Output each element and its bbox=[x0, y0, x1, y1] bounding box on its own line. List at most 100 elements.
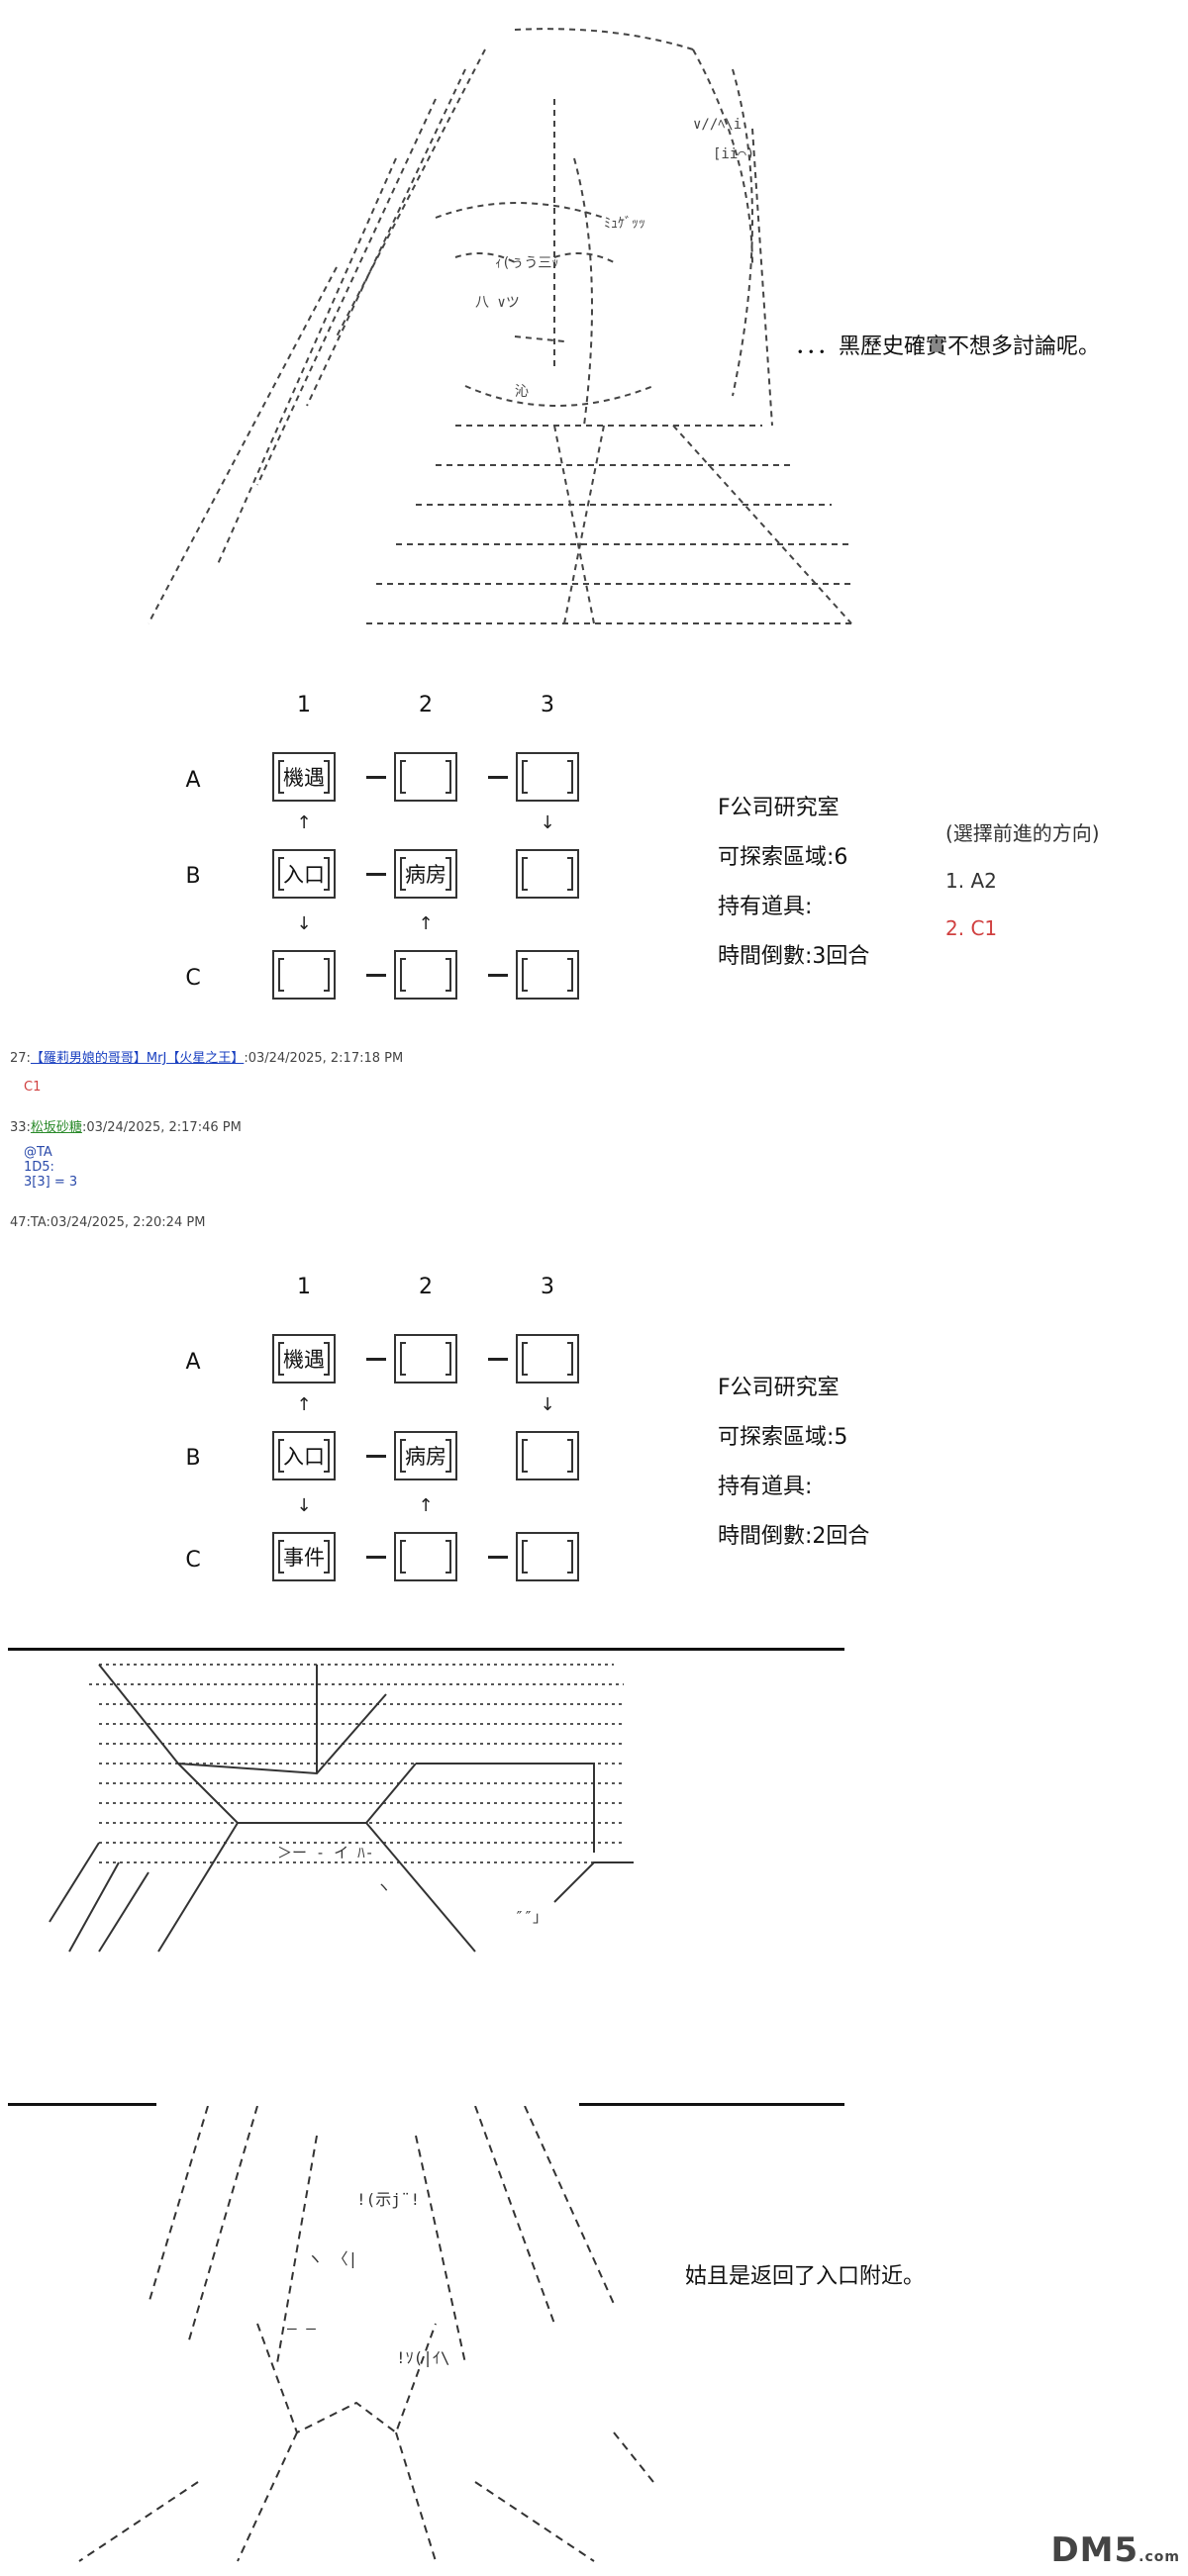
panel-border-top bbox=[8, 1648, 844, 1651]
svg-text:＞ー ‐ イ ﾊ‐: ＞ー ‐ イ ﾊ‐ bbox=[277, 1844, 374, 1861]
cell-c2[interactable] bbox=[394, 1532, 457, 1581]
cell-c3[interactable] bbox=[516, 1532, 579, 1581]
choices-heading: (選擇前進的方向) bbox=[945, 821, 1100, 845]
svg-text:八 ∨ツ: 八 ∨ツ bbox=[475, 295, 520, 311]
cell-a2[interactable] bbox=[394, 752, 457, 802]
connector bbox=[366, 873, 386, 876]
arrow-up-icon: ↑ bbox=[296, 1394, 312, 1415]
col-label-2: 2 bbox=[419, 1275, 433, 1299]
connector bbox=[488, 1358, 508, 1361]
svg-text:沁: 沁 bbox=[515, 384, 529, 400]
dice-result: 3[3] = 3 bbox=[24, 1175, 78, 1190]
arrow-down-icon: ↓ bbox=[296, 1495, 312, 1516]
cell-a2[interactable] bbox=[394, 1334, 457, 1383]
row-label-b: B bbox=[185, 1446, 201, 1471]
cell-b1[interactable]: 入口 bbox=[272, 849, 336, 899]
cell-b3[interactable] bbox=[516, 1431, 579, 1480]
arrow-up-icon: ↑ bbox=[296, 812, 312, 833]
post-body: @TA 1D5: 3[3] = 3 bbox=[10, 1145, 242, 1190]
choice-2[interactable]: 2. C1 bbox=[945, 916, 998, 940]
connector bbox=[488, 776, 508, 779]
explore-count: 可探索區域:6 bbox=[718, 845, 848, 870]
panel3-caption: 姑且是返回了入口附近。 bbox=[685, 2264, 926, 2289]
cell-c1[interactable]: 事件 bbox=[272, 1532, 336, 1581]
col-label-1: 1 bbox=[297, 693, 311, 717]
cell-c2[interactable] bbox=[394, 950, 457, 1000]
post-date: :03/24/2025, 2:17:18 PM bbox=[244, 1051, 404, 1066]
arrow-up-icon: ↑ bbox=[418, 913, 434, 934]
svg-text:― ―: ― ― bbox=[287, 2319, 316, 2337]
svg-text:″″｣: ″″｣ bbox=[515, 1908, 541, 1926]
status-panel-2: F公司研究室 可探索區域:5 持有道具: 時間倒數:2回合 bbox=[718, 1364, 869, 1562]
connector bbox=[366, 1556, 386, 1559]
connector bbox=[488, 974, 508, 977]
cell-c1[interactable] bbox=[272, 950, 336, 1000]
choice-1[interactable]: 1. A2 bbox=[945, 869, 997, 893]
cell-b2[interactable]: 病房 bbox=[394, 849, 457, 899]
dice-roll: 1D5: bbox=[24, 1160, 54, 1175]
ascii-art-corridor: ＞ー ‐ イ ﾊ‐ ヽ ″″｣ bbox=[40, 1655, 634, 2090]
site-watermark: DM5.com bbox=[1050, 2530, 1180, 2570]
row-label-b: B bbox=[185, 864, 201, 889]
post-number: 33: bbox=[10, 1120, 31, 1135]
lab-name: F公司研究室 bbox=[718, 796, 840, 820]
ascii-art-girl: ｨ(ぅう三ｯ ﾐｭｹﾞｯｯ 八 ∨ツ 沁 [ii⌒) ∨//ﾍ\i bbox=[139, 10, 871, 643]
direction-choices: (選擇前進的方向) 1. A2 2. C1 bbox=[945, 810, 1100, 952]
post-date: :03/24/2025, 2:17:46 PM bbox=[81, 1120, 242, 1135]
cell-a3[interactable] bbox=[516, 1334, 579, 1383]
cell-a3[interactable] bbox=[516, 752, 579, 802]
svg-text:∨//ﾍ\i: ∨//ﾍ\i bbox=[693, 117, 742, 133]
row-label-c: C bbox=[185, 966, 201, 991]
connector bbox=[366, 974, 386, 977]
map-grid-1: 1 2 3 A B C 機遇 ↑ ↓ 入口 病房 ↓ ↑ bbox=[178, 693, 634, 1000]
arrow-down-icon: ↓ bbox=[540, 1394, 555, 1415]
post-27: 27:【羅莉男娘的哥哥】MrJ【火星之王】:03/24/2025, 2:17:1… bbox=[10, 1047, 403, 1095]
map-grid-2: 1 2 3 A B C 機遇 ↑ ↓ 入口 病房 ↓ ↑ 事件 bbox=[178, 1275, 634, 1581]
row-label-a: A bbox=[185, 768, 201, 793]
row-label-c: C bbox=[185, 1548, 201, 1573]
post-number: 27: bbox=[10, 1051, 31, 1066]
svg-text:!ｿ(|ｲ\: !ｿ(|ｲ\ bbox=[396, 2348, 450, 2367]
time-left: 時間倒數:2回合 bbox=[718, 1524, 870, 1549]
svg-text:ヽ 〈|: ヽ 〈| bbox=[307, 2249, 357, 2268]
col-label-3: 3 bbox=[541, 693, 554, 717]
watermark-suffix: .com bbox=[1138, 2549, 1180, 2565]
row-label-a: A bbox=[185, 1350, 201, 1375]
lab-name: F公司研究室 bbox=[718, 1376, 840, 1400]
cell-c3[interactable] bbox=[516, 950, 579, 1000]
connector bbox=[366, 1358, 386, 1361]
panel-border-bottom-right bbox=[579, 2103, 844, 2106]
connector bbox=[366, 776, 386, 779]
cell-b3[interactable] bbox=[516, 849, 579, 899]
connector bbox=[488, 1556, 508, 1559]
items-held: 持有道具: bbox=[718, 1475, 813, 1499]
post-number: 47: bbox=[10, 1215, 31, 1230]
cell-b1[interactable]: 入口 bbox=[272, 1431, 336, 1480]
watermark-main: DM5 bbox=[1050, 2530, 1139, 2570]
poster-name: TA bbox=[30, 1215, 47, 1230]
post-47: 47:TA:03/24/2025, 2:20:24 PM bbox=[10, 1215, 205, 1230]
cell-b2[interactable]: 病房 bbox=[394, 1431, 457, 1480]
svg-text:ヽ: ヽ bbox=[376, 1878, 391, 1896]
poster-name-link[interactable]: 【羅莉男娘的哥哥】MrJ【火星之王】 bbox=[30, 1051, 245, 1066]
connector bbox=[366, 1455, 386, 1458]
col-label-2: 2 bbox=[419, 693, 433, 717]
col-label-3: 3 bbox=[541, 1275, 554, 1299]
arrow-up-icon: ↑ bbox=[418, 1495, 434, 1516]
svg-text:ﾐｭｹﾞｯｯ: ﾐｭｹﾞｯｯ bbox=[604, 216, 645, 232]
panel-border-bottom bbox=[8, 2103, 156, 2106]
items-held: 持有道具: bbox=[718, 895, 813, 919]
cell-a1[interactable]: 機遇 bbox=[272, 1334, 336, 1383]
panel1-caption: ．．．黑歷史確實不想多討論呢。 bbox=[795, 334, 1101, 359]
status-panel-1: F公司研究室 可探索區域:6 持有道具: 時間倒數:3回合 bbox=[718, 784, 869, 982]
poster-name-link[interactable]: 松坂砂糖 bbox=[30, 1120, 82, 1135]
svg-text:!(示j¨!: !(示j¨! bbox=[356, 2190, 420, 2209]
cell-a1[interactable]: 機遇 bbox=[272, 752, 336, 802]
dice-mention: @TA bbox=[24, 1145, 52, 1160]
col-label-1: 1 bbox=[297, 1275, 311, 1299]
explore-count: 可探索區域:5 bbox=[718, 1425, 848, 1450]
arrow-down-icon: ↓ bbox=[296, 913, 312, 934]
svg-text:ｨ(ぅう三ｯ: ｨ(ぅう三ｯ bbox=[495, 255, 558, 271]
post-date: :03/24/2025, 2:20:24 PM bbox=[46, 1215, 206, 1230]
arrow-down-icon: ↓ bbox=[540, 812, 555, 833]
